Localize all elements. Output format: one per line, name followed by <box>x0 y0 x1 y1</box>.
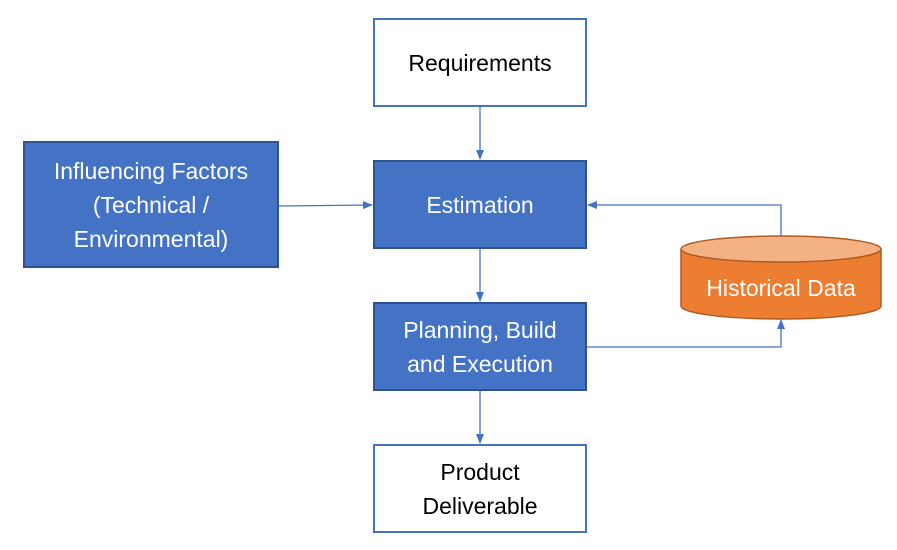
cylinder-body <box>680 249 882 320</box>
cylinder-top <box>680 235 882 263</box>
product-deliverable-box: Product Deliverable <box>373 444 587 533</box>
arrow-planning-to-historical <box>587 319 785 348</box>
deliverable-label-line-1: Product <box>440 458 520 485</box>
deliverable-label-line-2: Deliverable <box>422 492 538 519</box>
requirements-box: Requirements <box>373 18 587 107</box>
planning-box: Planning, Build and Execution <box>373 302 587 391</box>
arrow-historical-to-estimation <box>587 201 782 236</box>
estimation-label: Estimation <box>426 191 534 218</box>
factors-label-line-3: Environmental) <box>73 225 229 252</box>
planning-label-line-2: and Execution <box>407 350 553 377</box>
factors-label-line-1: Influencing Factors <box>53 157 249 184</box>
historical-data-label: Historical Data <box>706 274 856 301</box>
planning-label-line-1: Planning, Build <box>403 316 557 343</box>
arrow-factors-to-estimation <box>278 201 373 210</box>
influencing-factors-box: Influencing Factors (Technical / Environ… <box>23 141 279 268</box>
requirements-label: Requirements <box>408 49 552 76</box>
historical-data-cylinder <box>680 235 882 320</box>
estimation-box: Estimation <box>373 160 587 249</box>
factors-label-line-2: (Technical / <box>92 191 210 218</box>
